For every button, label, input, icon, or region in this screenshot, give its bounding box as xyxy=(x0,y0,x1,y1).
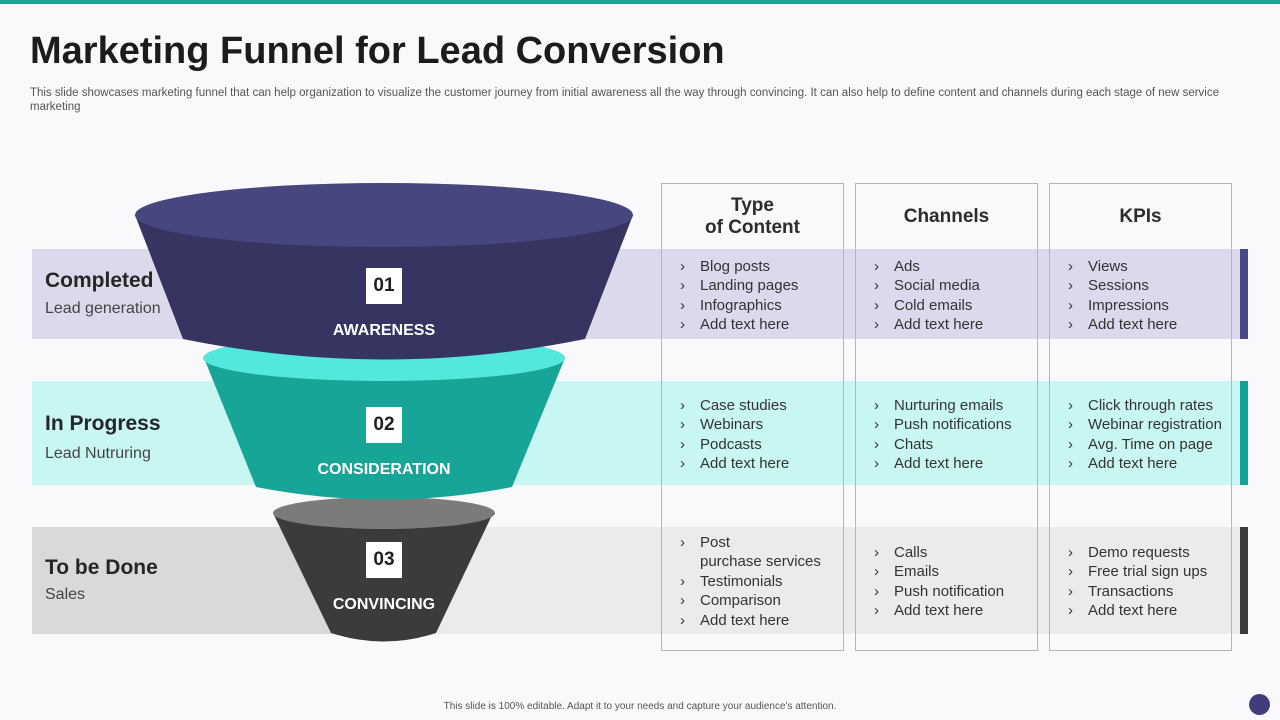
stage-3-status: To be Done xyxy=(45,556,158,579)
cell-content-3: Post purchase services Testimonials Comp… xyxy=(680,533,821,630)
list-item: Podcasts xyxy=(680,435,789,455)
cell-kpis-2: Click through rates Webinar registration… xyxy=(1068,396,1222,474)
column-header-channels: Channels xyxy=(903,206,990,227)
list-item: Avg. Time on page xyxy=(1068,435,1222,455)
list-item: Click through rates xyxy=(1068,396,1222,416)
stage-2-number: 02 xyxy=(366,407,402,443)
stage-accent-1 xyxy=(1240,249,1248,339)
list-item: Social media xyxy=(874,276,983,296)
list-item: Views xyxy=(1068,257,1177,277)
list-item: Testimonials xyxy=(680,572,821,592)
slide-subtitle: This slide showcases marketing funnel th… xyxy=(30,87,1220,113)
cell-channels-1: Ads Social media Cold emails Add text he… xyxy=(874,257,983,335)
cell-content-1: Blog posts Landing pages Infographics Ad… xyxy=(680,257,798,335)
list-item: Add text here xyxy=(1068,454,1222,474)
list-item: Chats xyxy=(874,435,1012,455)
list-item: Add text here xyxy=(874,315,983,335)
stage-1-status: Completed xyxy=(45,269,154,292)
list-item: Add text here xyxy=(874,601,1004,621)
list-item: Add text here xyxy=(680,315,798,335)
stage-3-label: CONVINCING xyxy=(332,596,436,613)
list-item: Calls xyxy=(874,543,1004,563)
column-header-content: Type of Content xyxy=(705,195,800,238)
stage-2-status: In Progress xyxy=(45,412,161,435)
list-item: Add text here xyxy=(680,454,789,474)
list-item: Comparison xyxy=(680,591,821,611)
list-item: Add text here xyxy=(1068,315,1177,335)
stage-2-sub: Lead Nutruring xyxy=(45,445,151,462)
stage-1-label: AWARENESS xyxy=(332,322,436,339)
slide-title: Marketing Funnel for Lead Conversion xyxy=(30,30,725,72)
list-item: Case studies xyxy=(680,396,789,416)
list-item: Blog posts xyxy=(680,257,798,277)
list-item: Push notifications xyxy=(874,415,1012,435)
funnel-tier-3-top xyxy=(273,497,495,529)
list-item: Post purchase services xyxy=(680,533,821,572)
list-item: Add text here xyxy=(680,611,821,631)
stage-accent-2 xyxy=(1240,381,1248,485)
list-item: Transactions xyxy=(1068,582,1207,602)
list-item: Add text here xyxy=(1068,601,1207,621)
list-item: Webinar registration xyxy=(1068,415,1222,435)
cell-kpis-1: Views Sessions Impressions Add text here xyxy=(1068,257,1177,335)
list-item: Nurturing emails xyxy=(874,396,1012,416)
list-item: Push notification xyxy=(874,582,1004,602)
list-item: Free trial sign ups xyxy=(1068,562,1207,582)
column-kpis: KPIs xyxy=(1049,183,1232,651)
stage-band-convincing xyxy=(32,527,1240,634)
list-item: Impressions xyxy=(1068,296,1177,316)
stage-3-sub: Sales xyxy=(45,586,86,603)
column-header-kpis: KPIs xyxy=(1119,206,1162,227)
list-item: Ads xyxy=(874,257,983,277)
list-item: Demo requests xyxy=(1068,543,1207,563)
list-item: Webinars xyxy=(680,415,789,435)
corner-dot xyxy=(1249,694,1270,715)
stage-2-label: CONSIDERATION xyxy=(317,461,451,478)
stage-accent-3 xyxy=(1240,527,1248,634)
list-item: Landing pages xyxy=(680,276,798,296)
cell-kpis-3: Demo requests Free trial sign ups Transa… xyxy=(1068,543,1207,621)
stage-1-number: 01 xyxy=(366,268,402,304)
column-channels: Channels xyxy=(855,183,1038,651)
list-item: Infographics xyxy=(680,296,798,316)
list-item: Cold emails xyxy=(874,296,983,316)
cell-channels-3: Calls Emails Push notification Add text … xyxy=(874,543,1004,621)
top-accent-bar xyxy=(0,0,1280,4)
list-item: Emails xyxy=(874,562,1004,582)
slide-footer: This slide is 100% editable. Adapt it to… xyxy=(443,701,837,712)
cell-channels-2: Nurturing emails Push notifications Chat… xyxy=(874,396,1012,474)
list-item: Sessions xyxy=(1068,276,1177,296)
stage-3-number: 03 xyxy=(366,542,402,578)
funnel-tier-1-top xyxy=(135,183,633,247)
stage-1-sub: Lead generation xyxy=(45,300,161,317)
cell-content-2: Case studies Webinars Podcasts Add text … xyxy=(680,396,789,474)
list-item: Add text here xyxy=(874,454,1012,474)
column-type-of-content: Type of Content xyxy=(661,183,844,651)
